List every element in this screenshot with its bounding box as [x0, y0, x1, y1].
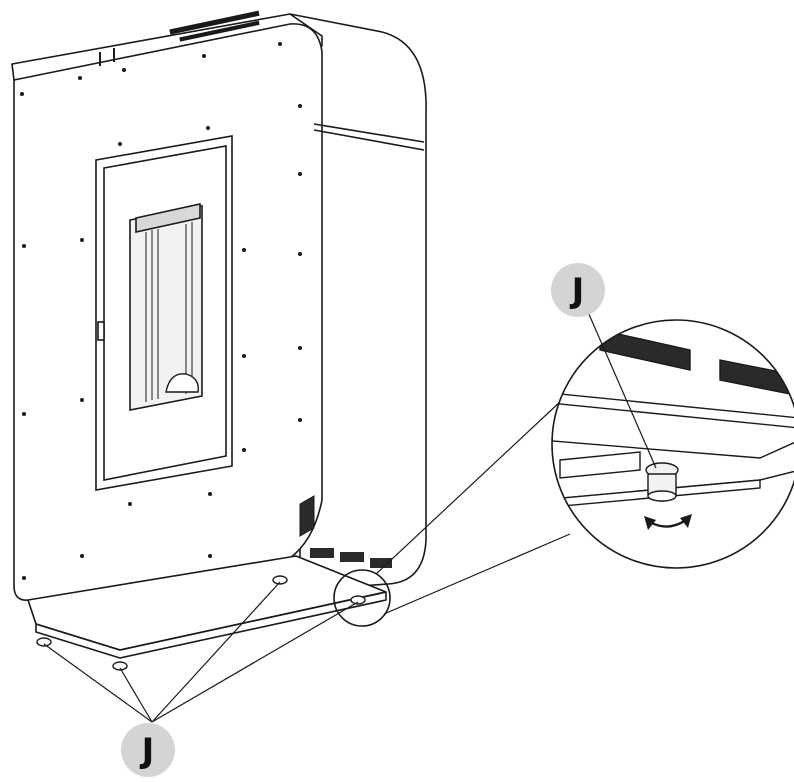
leveling-feet [36, 575, 366, 671]
base-vents [310, 548, 392, 568]
door-handle-bar [135, 203, 201, 233]
callout-badge-bottom: J [121, 723, 175, 777]
foot-front-right [112, 661, 128, 671]
firebox-ribs [145, 222, 193, 402]
base-front-edge [35, 591, 387, 659]
side-seam-1 [313, 123, 425, 143]
stove-side-panel [289, 13, 427, 591]
rotate-both-ways-icon [644, 514, 692, 530]
magnifier-circle [333, 569, 391, 627]
top-vent [99, 10, 260, 66]
magnifier-leader-bottom [383, 533, 571, 615]
detail-view [551, 319, 794, 569]
callout-label-detail: J [570, 271, 585, 311]
callout-badge-detail: J [551, 263, 605, 317]
burn-pot-icon [165, 373, 199, 393]
foot-rear-right [350, 595, 366, 605]
callout-label-bottom: J [140, 731, 155, 771]
foot-front-left [36, 637, 52, 647]
magnifier-leader-top [375, 399, 563, 575]
door-hinge [97, 321, 105, 341]
foot-rear-left [272, 575, 288, 585]
stove-door [95, 135, 233, 491]
side-bracket [299, 495, 315, 537]
detail-leader-line [587, 311, 657, 469]
foot-leader-lines [43, 581, 359, 723]
side-seam-2 [313, 129, 425, 151]
detail-vent-2 [719, 359, 794, 397]
panel-screws [20, 42, 302, 580]
stove-top-lid [11, 13, 323, 81]
